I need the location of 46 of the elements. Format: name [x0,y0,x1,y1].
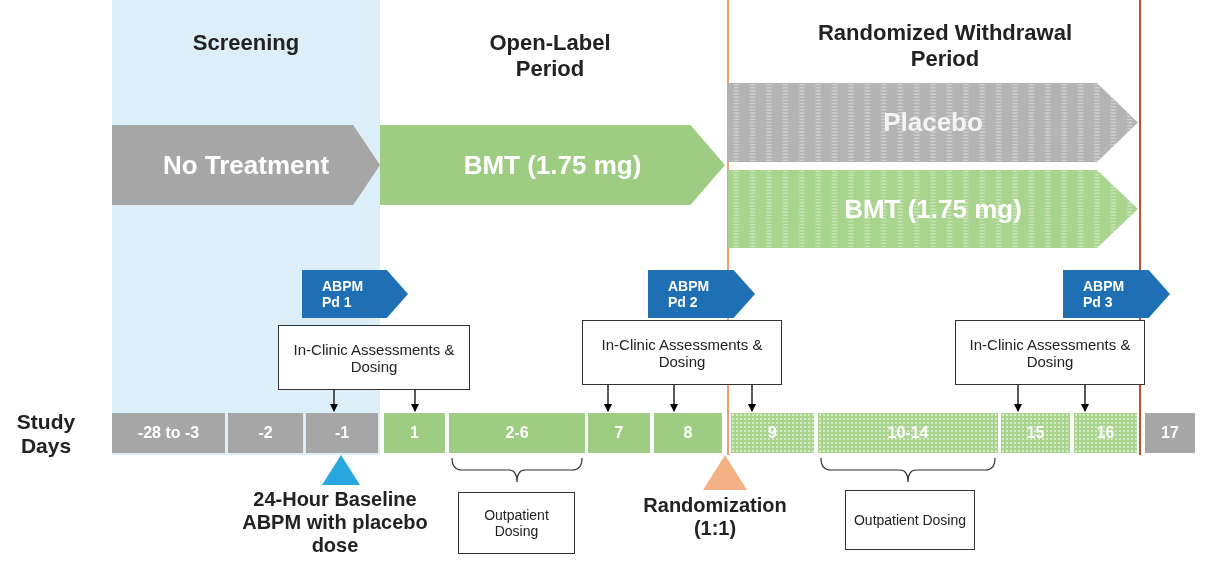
day-cell: -2 [228,413,303,453]
treatment-bar [728,83,1138,162]
arrow [411,389,419,412]
period-heading: Randomized Withdrawal Period [816,20,1073,72]
arrow-label: BMT (1.75 mg) [844,193,1022,225]
arrow [748,384,756,412]
day-cell: 15 [1001,413,1070,453]
arrow-label: Placebo [883,107,983,138]
arrow [1081,384,1089,412]
day-cell: 2-6 [449,413,585,453]
triangle-marker [703,455,747,490]
day-cell: 9 [731,413,814,453]
abpm-tag [1063,270,1170,318]
treatment-bar [380,125,725,205]
axis-title: Study Days [15,410,77,458]
triangle-marker [322,455,360,485]
arrow [670,384,678,412]
treatment-bar [112,125,380,205]
day-cell: 16 [1074,413,1137,453]
arrow [604,384,612,412]
marker-caption: 24-Hour Baseline ABPM with placebo dose [241,488,429,557]
abpm-tag [302,270,408,318]
arrow [1014,384,1022,412]
dosing-box: Outpatient Dosing [845,490,975,550]
day-cell: -28 to -3 [112,413,225,453]
arrow-label: No Treatment [162,149,330,181]
arrow-label: BMT (1.75 mg) [463,149,642,181]
arrow-label: ABPM Pd 3 [1083,278,1126,310]
day-cell: -1 [306,413,378,453]
assessment-box: In-Clinic Assessments & Dosing [955,320,1145,385]
day-cell: 1 [384,413,445,453]
day-cell: 7 [588,413,650,453]
day-cell: 8 [654,413,722,453]
period-heading: Open-Label Period [488,30,612,82]
marker-caption: Randomization (1:1) [642,494,788,540]
day-cell: 10-14 [818,413,998,453]
section-heading: Screening [192,30,300,55]
dosing-box: Outpatient Dosing [458,492,575,554]
arrow-label: ABPM Pd 1 [322,278,365,310]
day-cell: 17 [1145,413,1195,453]
arrow-label: ABPM Pd 2 [668,278,711,310]
assessment-box: In-Clinic Assessments & Dosing [278,325,470,390]
treatment-bar [728,170,1138,248]
assessment-box: In-Clinic Assessments & Dosing [582,320,782,385]
arrow [330,389,338,412]
abpm-tag [648,270,755,318]
